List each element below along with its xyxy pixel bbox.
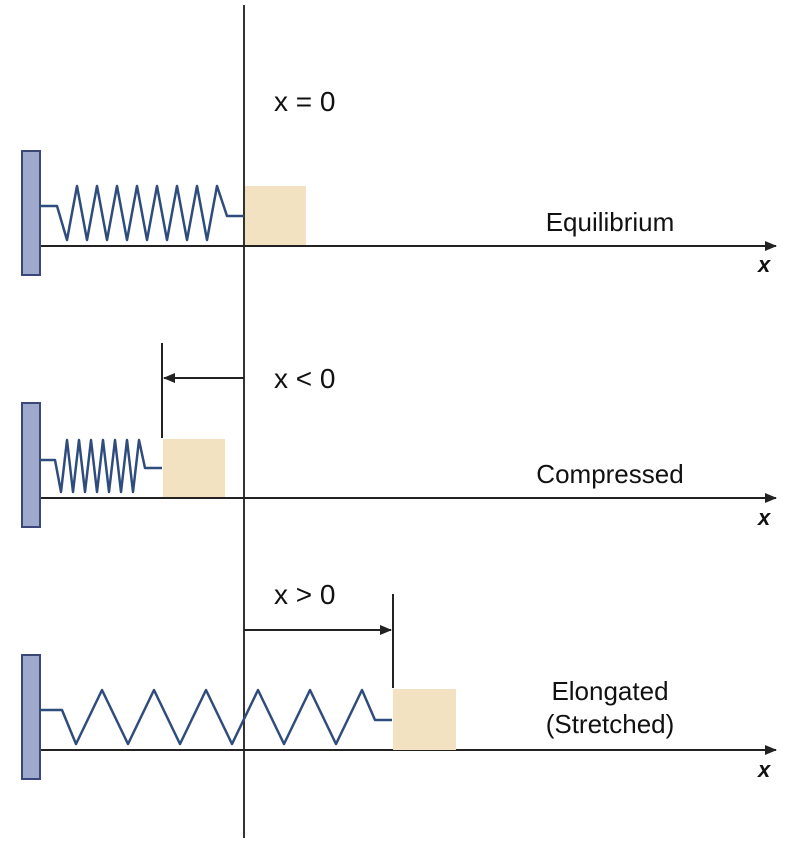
- wall: [21, 150, 41, 276]
- position-label: x < 0: [274, 363, 335, 394]
- x-axis-label: x: [757, 505, 771, 530]
- state-label: Compressed: [536, 459, 683, 489]
- mass-block: [393, 689, 456, 750]
- mass-block: [245, 186, 306, 245]
- wall: [21, 654, 41, 780]
- position-label: x > 0: [274, 579, 335, 610]
- panel-equilibrium: x x = 0 Equilibrium: [21, 86, 777, 277]
- state-label-line2: (Stretched): [546, 709, 675, 739]
- state-label: Elongated: [551, 676, 668, 706]
- panel-elongated: x x > 0 Elongated (Stretched): [21, 579, 777, 782]
- mass-block: [163, 439, 225, 497]
- x-axis-label: x: [757, 252, 771, 277]
- spring: [40, 184, 244, 242]
- wall: [21, 402, 41, 528]
- position-label: x = 0: [274, 86, 335, 117]
- spring: [40, 688, 392, 746]
- x-axis-label: x: [757, 757, 771, 782]
- state-label: Equilibrium: [546, 207, 675, 237]
- spring: [40, 438, 162, 494]
- panel-compressed: x x < 0 Compressed: [21, 343, 777, 530]
